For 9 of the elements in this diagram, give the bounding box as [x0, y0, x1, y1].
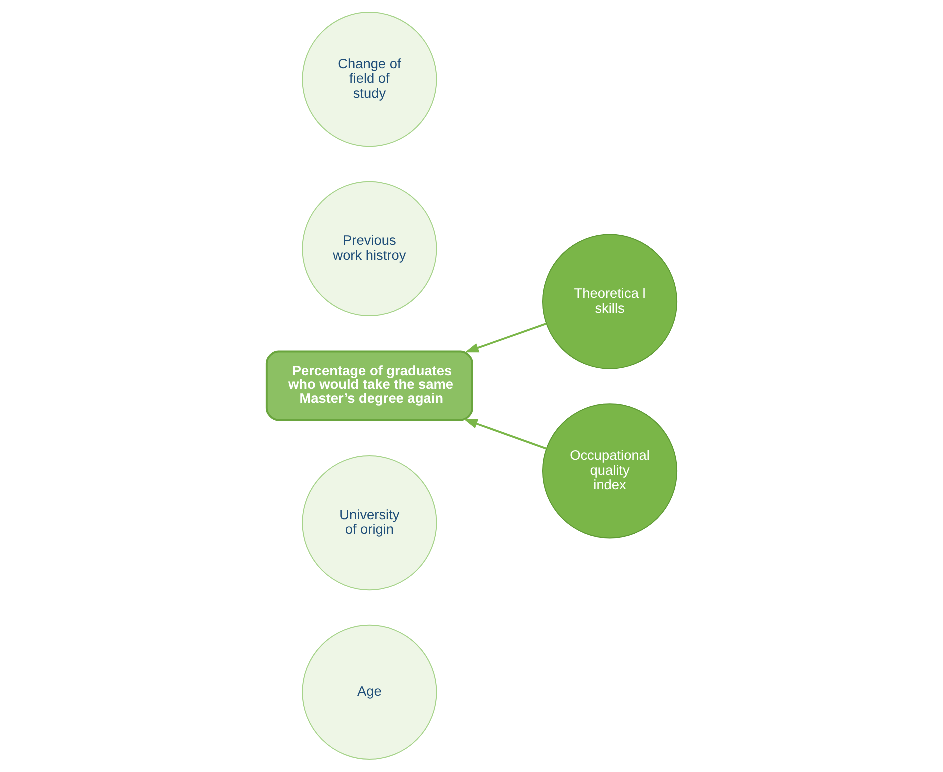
node-circle: Change of field of study	[302, 12, 437, 148]
node-circle: University of origin	[302, 456, 437, 591]
arrow	[464, 323, 546, 353]
node-circle: Age	[302, 624, 437, 760]
node-circle: Theoretica l skills	[542, 234, 678, 370]
arrow	[464, 419, 547, 450]
node-box: Percentage of graduates who would take the same Master’s degree again	[265, 350, 473, 422]
node-circle: Previous work histroy	[302, 181, 437, 316]
node-circle: Occupational quality index	[542, 404, 678, 539]
